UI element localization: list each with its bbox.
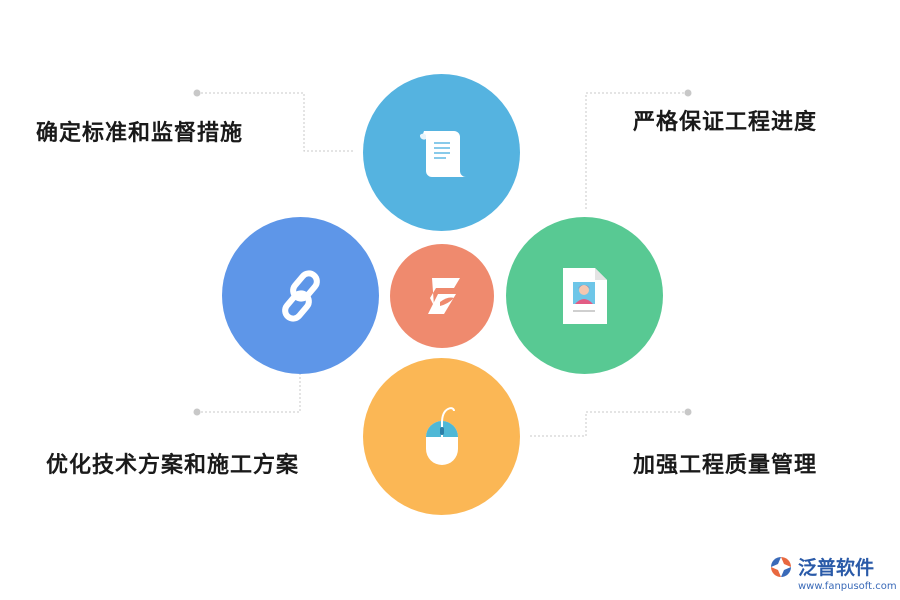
circle-right <box>506 217 663 374</box>
logo-icon <box>771 556 791 577</box>
scroll-icon <box>419 130 466 177</box>
logo-name: 泛普软件 <box>798 557 875 579</box>
chain-link-icon <box>281 269 320 322</box>
connector-dot <box>684 89 692 97</box>
connector-dot <box>193 89 201 97</box>
label-standards-supervision: 确定标准和监督措施 <box>36 121 244 146</box>
circle-left <box>222 217 379 374</box>
label-optimize-plans: 优化技术方案和施工方案 <box>46 453 300 478</box>
brand-logo: 泛普软件 <box>768 553 874 580</box>
circle-top <box>363 74 520 231</box>
circle-center <box>390 244 494 348</box>
connector-dot <box>193 408 201 416</box>
label-quality-management: 加强工程质量管理 <box>633 453 818 478</box>
mouse-icon <box>425 406 458 465</box>
logo-url: www.fanpusoft.com <box>798 581 897 592</box>
label-schedule-guarantee: 严格保证工程进度 <box>633 110 818 135</box>
brand-icon <box>428 278 460 314</box>
id-card-icon <box>562 267 607 324</box>
circle-bottom <box>363 358 520 515</box>
connector-dot <box>684 408 692 416</box>
